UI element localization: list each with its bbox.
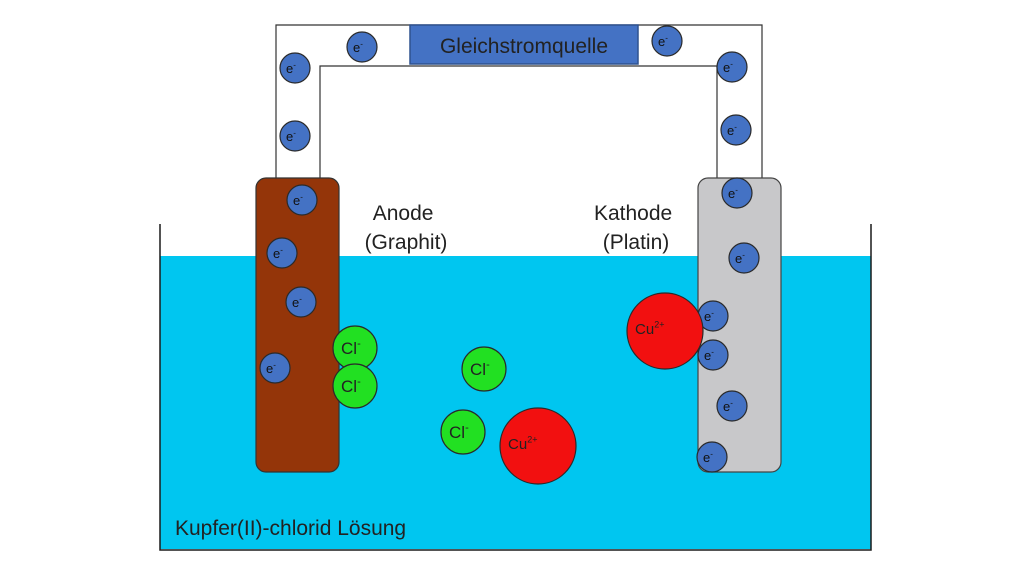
svg-text:e-: e- xyxy=(286,61,296,76)
chloride-ion: Cl- xyxy=(332,325,378,371)
electron: e- xyxy=(716,51,748,83)
svg-text:e-: e- xyxy=(704,309,714,324)
electron: e- xyxy=(696,441,728,473)
power-source: Gleichstromquelle xyxy=(409,24,639,65)
chloride-ion: Cl- xyxy=(461,346,507,392)
svg-text:e-: e- xyxy=(293,193,303,208)
electron: e- xyxy=(266,237,298,269)
svg-text:Cl-: Cl- xyxy=(470,359,490,379)
svg-text:e-: e- xyxy=(728,186,738,201)
electron: e- xyxy=(279,52,311,84)
electron: e- xyxy=(286,184,318,216)
svg-text:e-: e- xyxy=(273,246,283,261)
svg-text:e-: e- xyxy=(658,34,668,49)
electron: e- xyxy=(285,286,317,318)
electron: e- xyxy=(720,114,752,146)
anode-label: Anode (Graphit) xyxy=(365,202,448,254)
container xyxy=(159,224,872,551)
electron: e- xyxy=(721,177,753,209)
electron: e- xyxy=(346,31,378,63)
svg-text:e-: e- xyxy=(735,251,745,266)
svg-text:e-: e- xyxy=(704,348,714,363)
svg-text:e-: e- xyxy=(703,450,713,465)
svg-text:e-: e- xyxy=(727,123,737,138)
svg-text:Cl-: Cl- xyxy=(341,338,361,358)
chloride-ion: Cl- xyxy=(440,409,486,455)
svg-text:e-: e- xyxy=(723,399,733,414)
copper-ion: Cu2+ xyxy=(499,407,577,485)
svg-text:Cl-: Cl- xyxy=(449,422,469,442)
electron: e- xyxy=(697,300,729,332)
cathode-label: Kathode (Platin) xyxy=(594,202,678,254)
ions: e-e-e-e-e-e-e-e-e-e-e-e-e-e-e-e- Cl- Cl- Cl… xyxy=(259,25,760,485)
power-source-label: Gleichstromquelle xyxy=(440,35,608,58)
svg-text:e-: e- xyxy=(292,295,302,310)
electron: e- xyxy=(728,242,760,274)
electron: e- xyxy=(651,25,683,57)
solution-label: Kupfer(II)-chlorid Lösung xyxy=(175,517,406,540)
chloride-ion: Cl- xyxy=(332,363,378,409)
svg-text:e-: e- xyxy=(286,129,296,144)
svg-text:Cl-: Cl- xyxy=(341,376,361,396)
electron: e- xyxy=(697,339,729,371)
electron: e- xyxy=(259,352,291,384)
svg-text:e-: e- xyxy=(353,40,363,55)
electron: e- xyxy=(716,390,748,422)
svg-text:e-: e- xyxy=(723,60,733,75)
electron: e- xyxy=(279,120,311,152)
copper-ion: Cu2+ xyxy=(626,292,704,370)
anode-electrode xyxy=(255,177,340,473)
svg-text:e-: e- xyxy=(266,361,276,376)
